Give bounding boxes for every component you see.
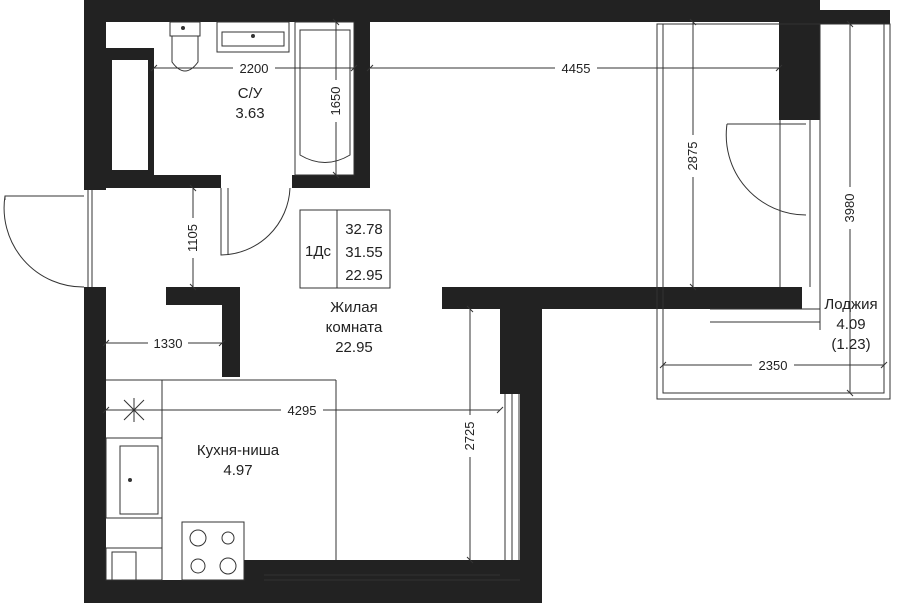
walls <box>84 0 890 603</box>
dim-hall-width: 1330 <box>154 336 183 351</box>
sink-icon <box>216 21 290 53</box>
kitchen-name: Кухня-ниша <box>197 442 280 459</box>
loggia-area-reduced: (1.23) <box>831 336 870 353</box>
kitchen-area: 4.97 <box>223 462 252 479</box>
dim-lower-height: 2725 <box>462 422 477 451</box>
apartment-type: 1Дс <box>305 243 332 260</box>
bathroom-name: С/У <box>238 85 263 102</box>
loggia-area: 4.09 <box>836 316 865 333</box>
living-total-area: 31.55 <box>345 244 383 261</box>
dim-loggia-width: 2350 <box>759 358 788 373</box>
bathroom-area: 3.63 <box>235 105 264 122</box>
kitchen-cabinet-bottom <box>105 547 163 581</box>
living-area: 22.95 <box>345 267 383 284</box>
apartment-info-box: 1Дс 32.78 31.55 22.95 <box>299 209 391 289</box>
dim-living-width: 4455 <box>562 61 591 76</box>
doors <box>3 123 807 288</box>
stove-icon <box>181 521 245 581</box>
total-area: 32.78 <box>345 221 383 238</box>
dim-lower-width: 4295 <box>288 403 317 418</box>
dim-bathroom-width: 2200 <box>240 61 269 76</box>
dim-living-height: 2875 <box>685 142 700 171</box>
living-name-line1: Жилая <box>330 299 377 316</box>
loggia-name: Лоджия <box>824 296 877 313</box>
dimension-label-bg <box>148 60 858 457</box>
window-frames <box>87 23 891 581</box>
living-area-label: 22.95 <box>335 339 373 356</box>
bathtub-icon <box>294 21 355 176</box>
toilet-icon <box>169 21 201 72</box>
dim-hall-height: 1105 <box>185 224 200 252</box>
kitchen-sink-icon <box>105 437 163 519</box>
dim-loggia-height: 3980 <box>842 194 857 223</box>
living-name-line2: комната <box>326 319 383 336</box>
dim-bathroom-height: 1650 <box>328 87 343 116</box>
